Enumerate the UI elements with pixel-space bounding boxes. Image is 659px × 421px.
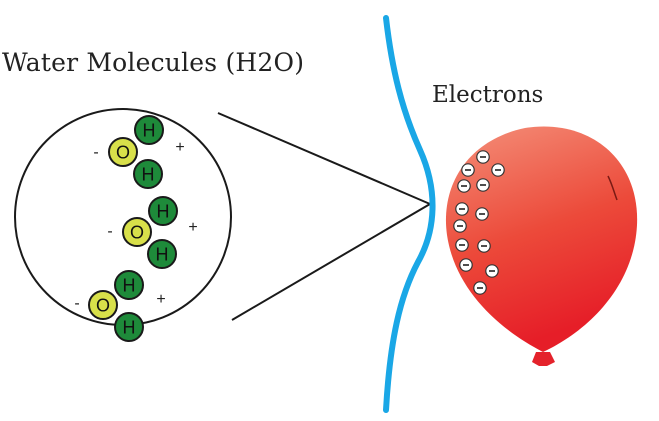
- hydrogen-atom: [133, 159, 163, 189]
- electron: [457, 179, 471, 193]
- hydrogen-atom: [134, 115, 164, 145]
- electron: [491, 163, 505, 177]
- hydrogen-atom-label: H: [143, 121, 156, 141]
- zoom-line-bottom: [231, 203, 431, 321]
- electron: [476, 150, 490, 164]
- negative-charge: -: [107, 223, 112, 240]
- molecules-group: HHO-+HHO-+HHO-+: [74, 115, 198, 342]
- electron: [455, 238, 469, 252]
- oxygen-atom-label: O: [96, 296, 110, 316]
- water-molecule: H HO - +: [93, 115, 185, 189]
- oxygen-atom: [122, 217, 152, 247]
- electron: [455, 202, 469, 216]
- electron: [459, 258, 473, 272]
- electron: [473, 281, 487, 295]
- positive-charge: +: [188, 219, 197, 236]
- water-stream: [383, 15, 436, 413]
- hydrogen-atom-label: H: [123, 276, 136, 296]
- negative-charge: -: [74, 295, 79, 312]
- diagram-title: Water Molecules (H2O): [2, 48, 305, 77]
- hydrogen-atom-label: H: [157, 202, 170, 222]
- electrons-group: [453, 150, 505, 295]
- hydrogen-atom: [147, 239, 177, 269]
- positive-charge: +: [175, 139, 184, 156]
- hydrogen-atom: [114, 312, 144, 342]
- electron: [476, 178, 490, 192]
- balloon-knot: [532, 352, 555, 366]
- electron: [477, 239, 491, 253]
- hydrogen-atom: [114, 270, 144, 300]
- electron: [485, 264, 499, 278]
- water-molecule: H HO - +: [107, 196, 198, 269]
- hydrogen-atom-label: H: [142, 165, 155, 185]
- positive-charge: +: [156, 291, 165, 308]
- oxygen-atom-label: O: [116, 143, 130, 163]
- hydrogen-atom-label: H: [123, 318, 136, 338]
- electrons-label: Electrons: [432, 82, 544, 108]
- water-molecule: H HO- +: [74, 270, 166, 342]
- hydrogen-atom-label: H: [156, 245, 169, 265]
- hydrogen-atom: [148, 196, 178, 226]
- oxygen-atom-label: O: [130, 223, 144, 243]
- zoom-line-top: [217, 112, 431, 205]
- negative-charge: -: [93, 144, 98, 161]
- electron: [461, 163, 475, 177]
- oxygen-atom: [108, 137, 138, 167]
- balloon-highlight: [607, 175, 618, 201]
- balloon: [445, 126, 638, 352]
- electron: [453, 219, 467, 233]
- oxygen-atom: [88, 290, 118, 320]
- electron: [475, 207, 489, 221]
